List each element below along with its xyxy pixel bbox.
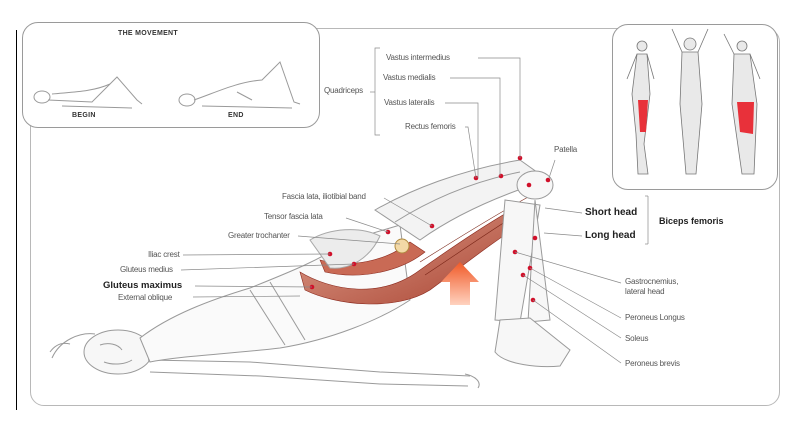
label-long-head: Long head (585, 230, 636, 241)
head-figure (50, 330, 152, 374)
label-short-head: Short head (585, 207, 637, 218)
end-label: END (228, 112, 244, 119)
muscle-focus-figures (612, 24, 776, 188)
label-gastrocnemius: Gastrocnemius, (625, 277, 678, 286)
movement-title: THE MOVEMENT (118, 30, 178, 37)
label-greater-trochanter: Greater trochanter (228, 231, 290, 240)
label-patella: Patella (554, 145, 577, 154)
label-vastus-intermedius: Vastus intermedius (386, 53, 450, 62)
label-iliac-crest: Iliac crest (148, 250, 180, 259)
begin-label: BEGIN (72, 112, 96, 119)
label-vastus-medialis: Vastus medialis (383, 73, 435, 82)
label-gluteus-maximus: Gluteus maximus (103, 280, 182, 291)
label-vastus-lateralis: Vastus lateralis (384, 98, 434, 107)
movement-figures (22, 22, 318, 126)
arm-figure (148, 360, 479, 388)
label-quadriceps: Quadriceps (324, 86, 363, 95)
label-gluteus-medius: Gluteus medius (120, 265, 173, 274)
label-peroneus-brevis: Peroneus brevis (625, 359, 680, 368)
label-tensor-fascia-lata: Tensor fascia lata (264, 212, 323, 221)
label-peroneus-longus: Peroneus Longus (625, 313, 685, 322)
label-external-oblique: External oblique (118, 293, 172, 302)
label-gastrocnemius-lateral-head: lateral head (625, 287, 664, 296)
label-rectus-femoris: Rectus femoris (405, 122, 456, 131)
label-soleus: Soleus (625, 334, 648, 343)
lower-leg-figure (495, 171, 570, 367)
label-biceps-femoris: Biceps femoris (659, 216, 724, 226)
label-fascia-lata: Fascia lata, iliotibial band (282, 192, 366, 201)
